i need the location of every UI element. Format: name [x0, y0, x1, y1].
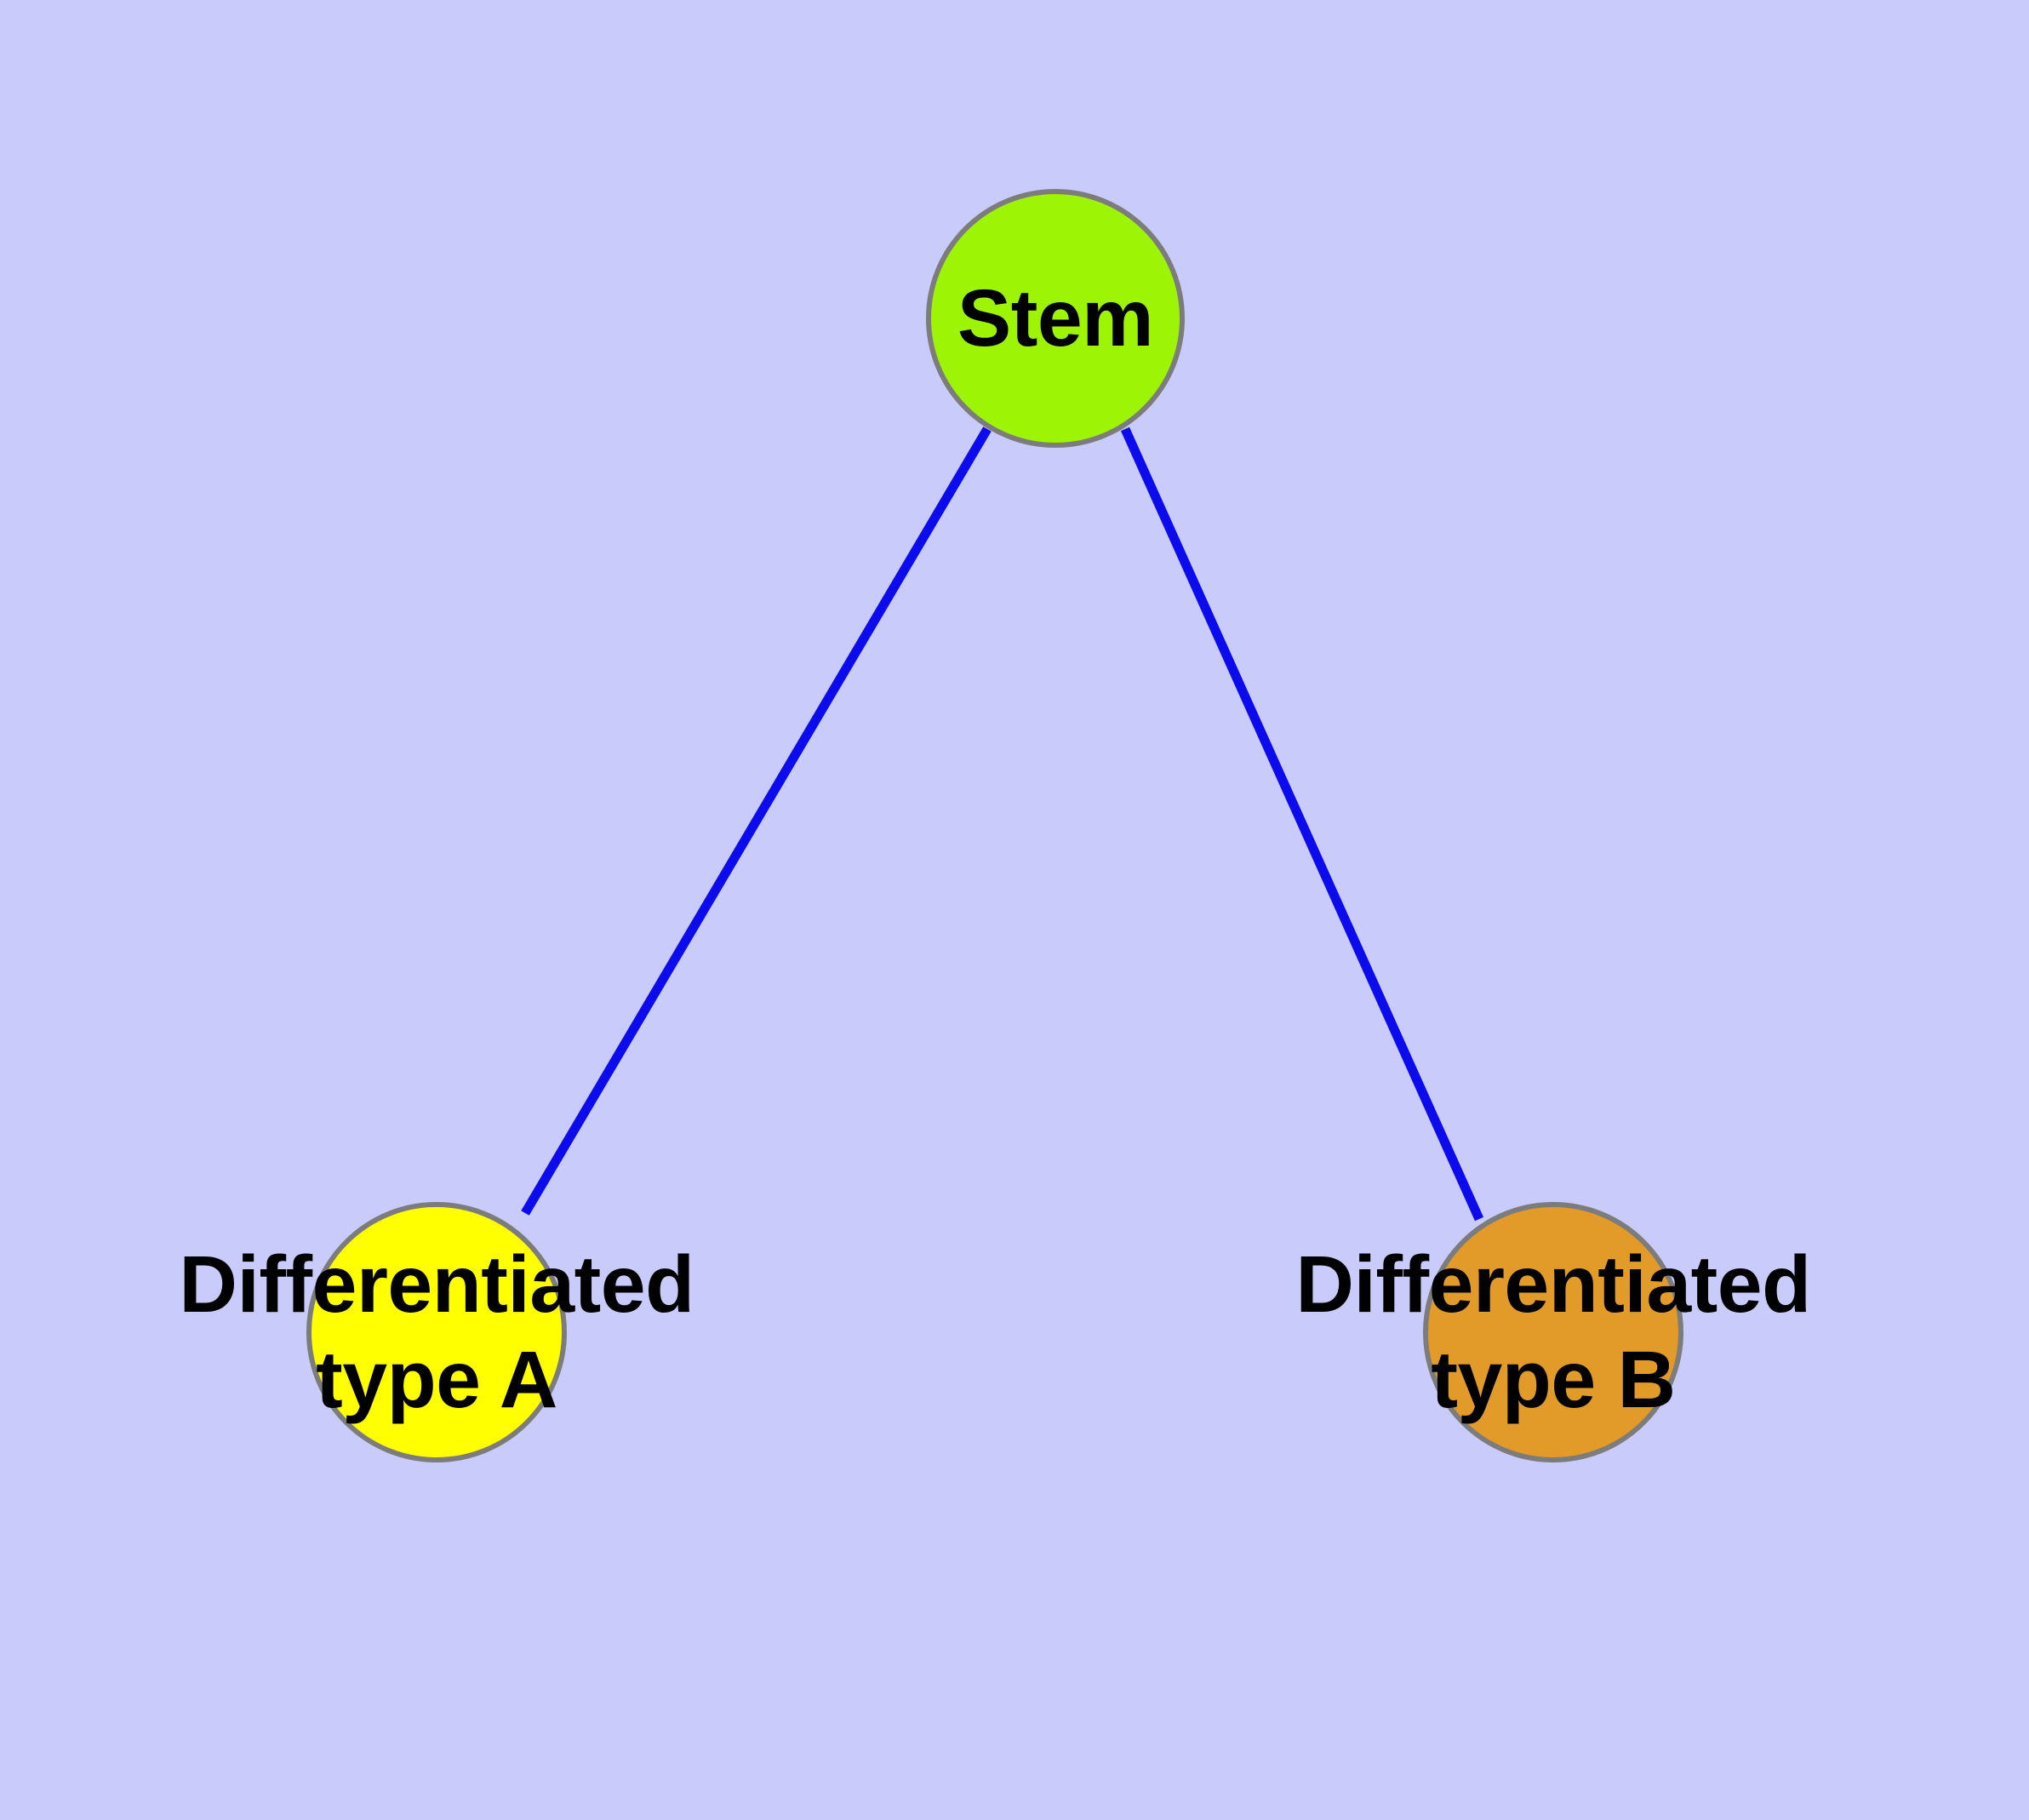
node-circle-diff_a[interactable] — [306, 1202, 567, 1462]
node-circle-diff_b[interactable] — [1423, 1202, 1683, 1462]
nodes-layer — [306, 189, 1683, 1462]
edge-stem-to-diff-a — [521, 426, 992, 1216]
node-circle-stem[interactable] — [926, 189, 1185, 448]
edges-layer — [521, 426, 1484, 1222]
edge-stem-to-diff-b — [1120, 426, 1484, 1222]
